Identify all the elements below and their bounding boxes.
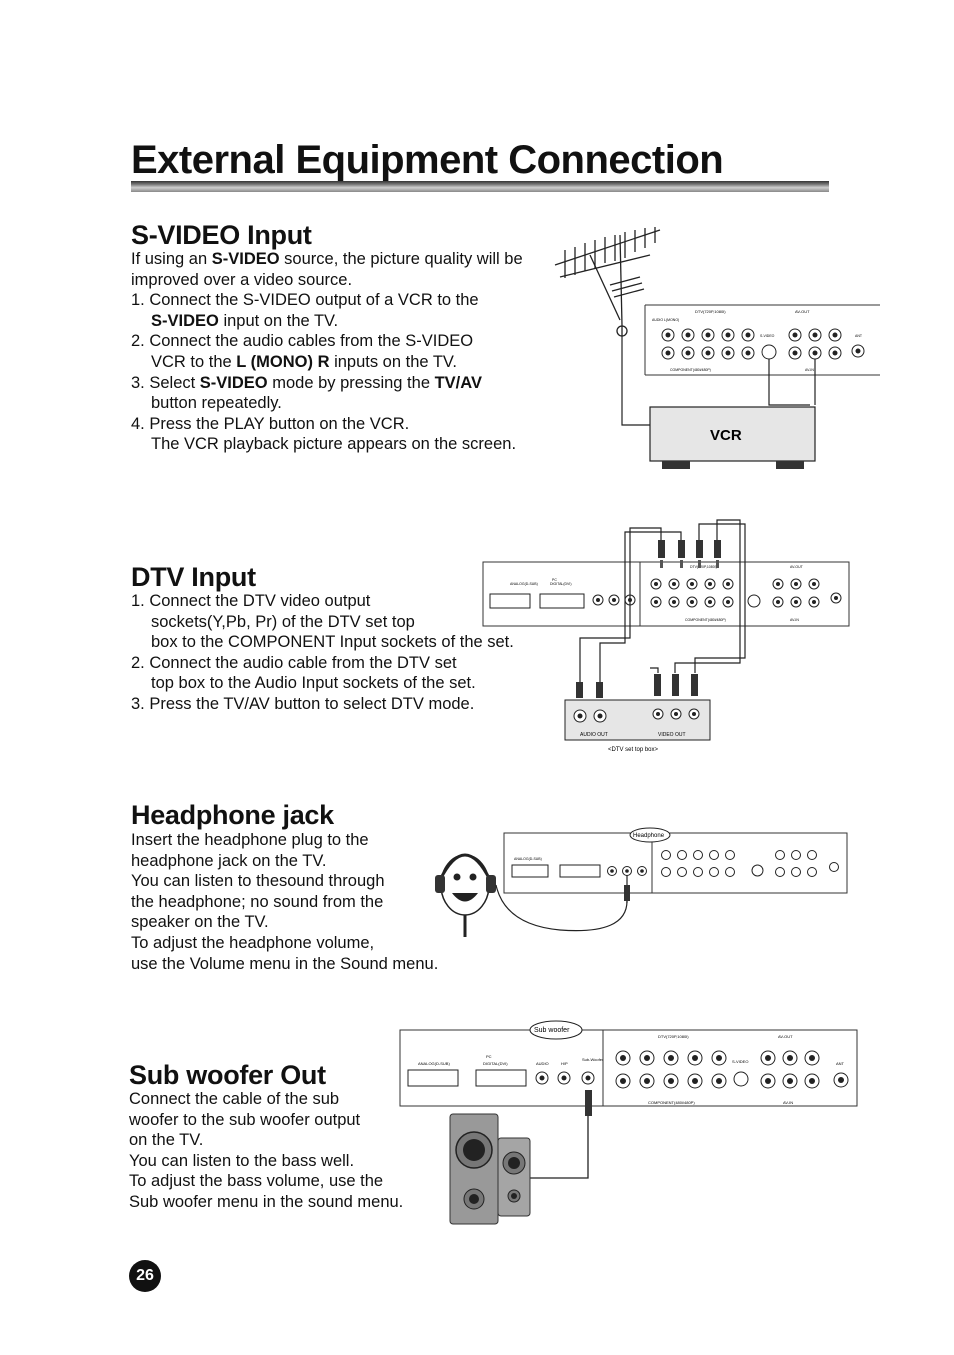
dtv-step-3: 3. Press the TV/AV button to select DTV … [131,694,475,713]
vcr-label: VCR [710,427,742,444]
av-out-label: AV-OUT [778,1034,793,1039]
headphone-line: To adjust the headphone volume, [131,933,375,952]
av-out-label: AV-OUT [795,309,810,314]
sub-woofer-port-label: Sub-Woofer [582,1057,604,1062]
headphone-instructions: Insert the headphone plug to the headpho… [131,830,491,974]
subwoofer-instructions: Connect the cable of the sub woofer to t… [129,1089,459,1213]
subwoofer-line: on the TV. [129,1131,204,1150]
component-label: COMPONENT(480i/480P) [648,1100,695,1105]
dtv-cables [579,519,746,683]
headphone-callout: Headphone [629,827,671,843]
component-label: COMPONENT(480i/480P) [685,618,726,622]
dtv-label: DTV(720P,1080I) [695,309,726,314]
tv-rear-panel: ANALOG(D-SUB) [503,832,848,894]
subwoofer-callout-label: Sub woofer [534,1027,570,1034]
vcr-device: VCR [649,406,816,469]
subwoofer-line: To adjust the bass volume, use the [129,1172,384,1191]
dtv-label: DTV(720P,1080I) [690,565,717,569]
hp-label: H/P [561,1061,568,1066]
av-out-label: AV-OUT [790,565,804,569]
svideo-diagram: DTV(720P,1080I) AV-OUT AUDIO L(MONO) S-V… [554,227,880,469]
headphone-heading: Headphone jack [131,800,334,830]
stb-caption: <DTV set top box> [608,747,659,753]
subwoofer-speaker-icon [449,1113,531,1225]
audio-l-mono-label: AUDIO L(MONO) [652,318,679,322]
headphone-person-icon [435,853,496,937]
tv-rear-panel: DTV(720P,1080I) AV-OUT AUDIO L(MONO) S-V… [644,304,880,376]
pc-label: PC [486,1054,492,1059]
analog-label: ANALOG(D-SUB) [514,857,542,861]
dtv-label: DTV(720P,1080I) [658,1034,689,1039]
dtv-step-2: 2. Connect the audio cable from the DTV … [131,653,476,693]
digital-label: DIGITAL(DVI) [550,582,572,586]
svideo-cables [621,337,816,426]
svideo-instructions: If using an S-VIDEO source, the picture … [131,249,571,455]
svideo-step-3: 3. Select S-VIDEO mode by pressing the T… [131,373,482,413]
headphone-diagram: ANALOG(D-SUB) Headphone [435,827,848,937]
title-underline [131,181,829,192]
headphone-line: speaker on the TV. [131,913,269,932]
dtv-set-top-box: AUDIO OUT VIDEO OUT <DTV set top box> [564,674,711,753]
headphone-callout-label: Headphone [633,833,665,839]
pc-label: PC [552,578,557,582]
antenna-icon [554,227,661,337]
dvi-port [539,593,585,609]
subwoofer-cable [506,1116,589,1179]
ant-label: ANT [836,1061,845,1066]
subwoofer-line: You can listen to the bass well. [129,1151,355,1170]
subwoofer-callout: Sub woofer [529,1020,583,1040]
tv-rear-panel: ANALOG(D-SUB) PC DIGITAL(DVI) DTV(720P,1… [482,561,850,627]
subwoofer-heading: Sub woofer Out [129,1060,326,1090]
headphone-line: use the Volume menu in the Sound menu. [131,954,439,973]
tv-rear-panel: ANALOG(D-SUB) PC DIGITAL(DVI) AUDIO H/P … [399,1029,858,1107]
analog-label: ANALOG(D-SUB) [510,582,538,586]
svideo-step-1: 1. Connect the S-VIDEO output of a VCR t… [131,291,479,330]
headphone-line: headphone jack on the TV. [131,851,327,870]
svideo-heading: S-VIDEO Input [131,220,312,250]
svideo-step-2: 2. Connect the audio cables from the S-V… [131,332,474,371]
svideo-step-4: 4. Press the PLAY button on the VCR.The … [131,414,517,454]
av-in-label: AV-IN [790,618,799,622]
digital-label: DIGITAL(DVI) [483,1061,508,1066]
audio-label: AUDIO [536,1061,549,1066]
ant-label: ANT [855,334,863,338]
s-video-label: S-VIDEO [760,334,775,338]
s-video-label: S-VIDEO [732,1059,748,1064]
headphone-line: You can listen to thesound through [131,872,385,891]
headphone-line: Insert the headphone plug to the [131,831,369,849]
vga-port [489,593,531,609]
av-in-label: AV-IN [805,368,814,372]
dtv-diagram: ANALOG(D-SUB) PC DIGITAL(DVI) DTV(720P,1… [482,519,850,753]
subwoofer-diagram: ANALOG(D-SUB) PC DIGITAL(DVI) AUDIO H/P … [399,1020,858,1225]
page-number: 26 [129,1260,161,1292]
subwoofer-line: woofer to the sub woofer output [129,1110,361,1129]
component-label: COMPONENT(480i/480P) [670,368,711,372]
page-title: External Equipment Connection [131,138,724,182]
stb-video-out-label: VIDEO OUT [658,732,686,738]
av-in-label: AV-IN [783,1100,793,1105]
stb-audio-out-label: AUDIO OUT [580,732,608,738]
dtv-heading: DTV Input [131,562,256,592]
headphone-line: the headphone; no sound from the [131,892,384,911]
headphone-cable [495,884,628,932]
subwoofer-line: Connect the cable of the sub [129,1090,340,1108]
subwoofer-line: Sub woofer menu in the sound menu. [129,1192,404,1211]
svideo-intro: If using an S-VIDEO source, the picture … [131,250,523,289]
rca-plugs [658,540,721,568]
analog-label: ANALOG(D-SUB) [418,1061,450,1066]
